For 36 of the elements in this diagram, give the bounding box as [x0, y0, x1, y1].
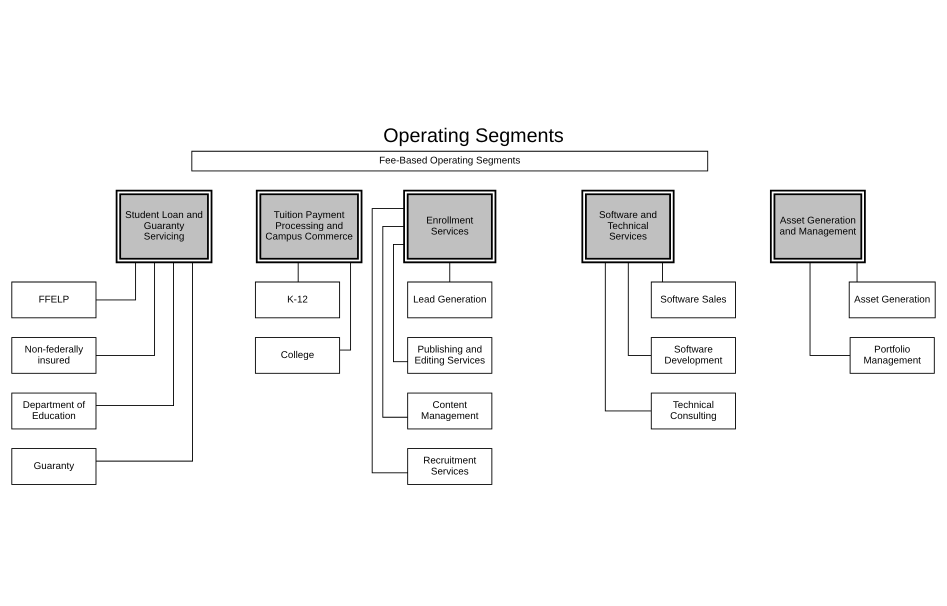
node-box: Student Loan and Guaranty Servicing [116, 189, 212, 263]
connector [96, 261, 193, 462]
node-box: Lead Generation [407, 281, 492, 318]
node-box: College [254, 336, 340, 374]
node-box: Fee-Based Operating Segments [191, 150, 708, 171]
node-box: Portfolio Management [850, 336, 935, 374]
node-box: Non-federally insured [11, 336, 96, 374]
connector [856, 261, 858, 282]
connector [339, 262, 352, 350]
connector [662, 261, 663, 282]
connector [628, 261, 652, 356]
connector [96, 261, 156, 356]
node-box: Enrollment Services [403, 189, 496, 263]
connector [96, 261, 136, 300]
node-box: Department of Education [11, 392, 96, 429]
connector [96, 262, 174, 406]
node-box: Publishing and Editing Services [407, 336, 492, 374]
connector [372, 208, 408, 473]
connector [604, 262, 652, 411]
connector [449, 261, 450, 282]
diagram-title: Operating Segments [383, 124, 564, 146]
node-box: Technical Consulting [650, 392, 736, 429]
connector [810, 261, 850, 356]
node-box: Tuition Payment Processing and Campus Commerce [256, 189, 362, 263]
node-box: FFELP [11, 281, 96, 318]
node-box: K-12 [254, 281, 340, 318]
node-box: Software Sales [650, 281, 736, 318]
connector [298, 261, 299, 282]
node-box: Guaranty [11, 448, 96, 484]
node-box: Asset Generation [848, 281, 936, 318]
node-box: Software Development [650, 336, 736, 374]
node-box: Software and Technical Services [581, 189, 675, 263]
connector [382, 226, 408, 418]
node-box: Content Management [407, 392, 492, 429]
node-box: Recruitment Services [407, 448, 492, 484]
node-box: Asset Generation and Management [770, 189, 866, 263]
